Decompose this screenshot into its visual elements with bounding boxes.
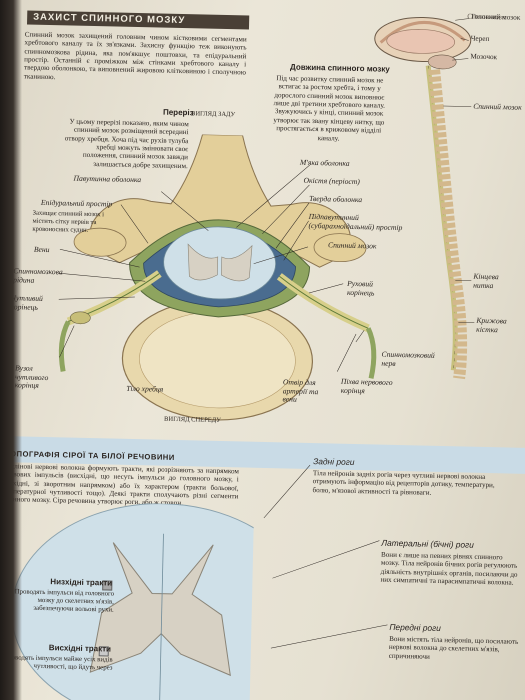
intro-paragraph: Спинний мозок захищений головним чином к…	[23, 30, 247, 81]
vertebra-cross-section	[58, 133, 377, 421]
cross-section-heading: Переріз	[162, 107, 194, 118]
descending-title: Низхідні тракти	[50, 577, 113, 588]
artery-opening-label: Отвір для артерії та вени	[282, 377, 319, 405]
dura-label: Тверда оболонка	[309, 193, 363, 205]
ascending-title: Висхідні тракти	[48, 643, 112, 654]
skull-label: Череп	[470, 34, 490, 43]
spinal-cord-label: Спинний мозок	[327, 240, 377, 251]
periosteum-label: Окістя (періост)	[303, 175, 360, 187]
page-shadow	[0, 0, 22, 700]
sacrum-label: Крижова кістка	[476, 315, 507, 335]
motor-root-label: Руховий корінець	[346, 278, 375, 298]
spine-illustration	[374, 16, 475, 380]
ventral-horns-text: Вони містять тіла нейронів, що посилають…	[388, 634, 519, 661]
brain-label: Головний мозок	[471, 12, 521, 22]
spinal-nerve-label: Спинномозковий нерв	[381, 349, 435, 368]
spine-cord-label: Спинний мозок	[473, 101, 522, 112]
veins-label: Вени	[33, 244, 50, 255]
cord-topography-diagram	[11, 503, 255, 700]
pia-label: М'яка оболонка	[299, 157, 350, 168]
epidural-description: Захищає спинний мозок і містить сітку не…	[32, 209, 105, 234]
view-bottom-label: ВИГЛЯД СПЕРЕДУ	[163, 415, 221, 424]
filum-label: Кінцева нитка	[473, 271, 499, 291]
vertebral-body-label: Тіло хребця	[126, 383, 164, 394]
vertebrae-column	[428, 69, 468, 380]
view-top-label: ВИГЛЯД ЗАДУ	[190, 110, 236, 119]
lower-leader-lines	[263, 464, 388, 649]
nerve-sheath-label: Піхва нервового корінця	[340, 376, 393, 395]
arachnoid-label: Павутинна оболонка	[73, 173, 142, 185]
subarachnoid-label: Підпавутинний (субарахноїдальний) прості…	[308, 211, 403, 232]
cerebellum-label: Мозочок	[470, 52, 498, 62]
epidural-label: Епідуральний простір	[40, 197, 113, 209]
section-title: ЗАХИСТ СПИННОГО МОЗКУ	[26, 10, 250, 30]
